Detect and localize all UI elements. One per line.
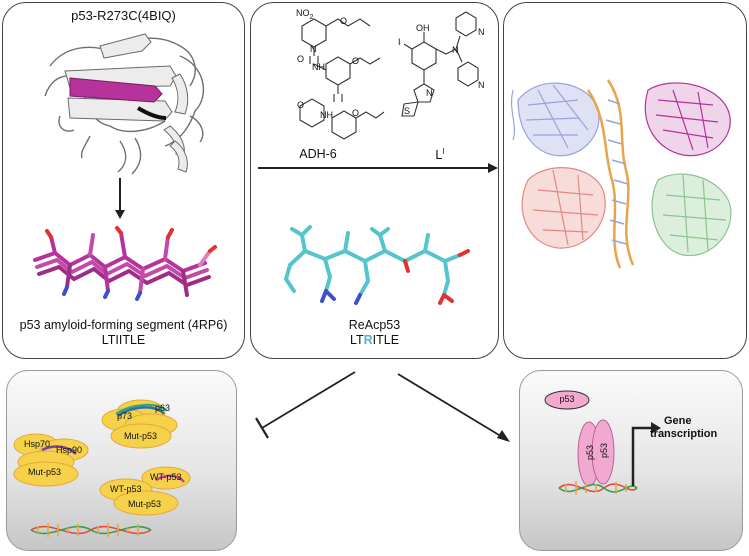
chem-nh2: NH <box>320 110 333 120</box>
chem-no2: NO2 <box>296 8 314 21</box>
chem-n-pyr1: N <box>478 27 485 37</box>
compound-reacp53-label: ReAcp53 <box>348 318 401 332</box>
label-mut-p53-b: Mut-p53 <box>28 467 62 477</box>
chem-iodo: I <box>398 37 401 47</box>
panel-left-caption-1: p53 amyloid-forming segment (4RP6) <box>19 318 228 332</box>
panel-left-title: p53-R273C(4BIQ) <box>71 8 176 23</box>
chem-oh: OH <box>416 23 430 33</box>
compound-li-label: LI <box>435 147 445 163</box>
bound-p53-a: p53 <box>585 444 596 461</box>
reacp53-sequence: LTRITLE <box>349 333 400 347</box>
arrow-down <box>115 178 125 219</box>
panel-p53-structure <box>2 2 245 359</box>
bound-p53-b: p53 <box>599 442 610 459</box>
label-hsp70: Hsp70 <box>24 439 51 449</box>
chem-n-btz: N <box>426 88 433 98</box>
chem-s-btz: S <box>404 106 411 116</box>
inhibition-line <box>255 371 356 439</box>
label-mut-p53-a: Mut-p53 <box>124 431 158 441</box>
magenta-beta-strand <box>69 77 163 103</box>
gene-transcription-line2: transcription <box>650 428 718 440</box>
label-p63: p63 <box>155 403 171 413</box>
label-hsp90: Hsp90 <box>56 445 83 455</box>
chem-n-pyr2: N <box>478 80 485 90</box>
panel-left-caption-2: LTIITLE <box>101 333 146 347</box>
label-wt-p53-b: WT-p53 <box>110 484 142 494</box>
label-mut-p53-c: Mut-p53 <box>128 499 162 509</box>
chem-n-ring: N <box>310 44 317 54</box>
p53-tetramer-dna-complex <box>510 79 732 269</box>
transcription-scene <box>544 390 661 495</box>
reacp53-sticks <box>283 225 470 305</box>
chem-o4: O <box>297 100 305 110</box>
chem-nh1: NH <box>312 62 325 72</box>
activation-arrow <box>397 373 510 442</box>
aggregate-blobs <box>13 399 191 537</box>
chem-o2: O <box>297 54 305 64</box>
amyloid-segment-sticks <box>33 226 217 301</box>
arrow-right <box>258 163 498 173</box>
li-structure <box>401 11 479 117</box>
chem-o3: O <box>352 56 360 66</box>
adh6-structure <box>299 18 385 140</box>
gene-transcription-line1: Gene <box>664 415 692 427</box>
p53-protein-cartoon <box>44 33 205 175</box>
chem-o1: O <box>340 16 348 26</box>
compound-adh6-label: ADH-6 <box>299 147 337 161</box>
chem-o5: O <box>352 108 360 118</box>
free-p53-label: p53 <box>559 394 575 404</box>
label-wt-p53-a: WT-p53 <box>150 472 182 482</box>
label-p73: p73 <box>117 411 133 421</box>
chem-n-amine: N <box>452 45 459 55</box>
